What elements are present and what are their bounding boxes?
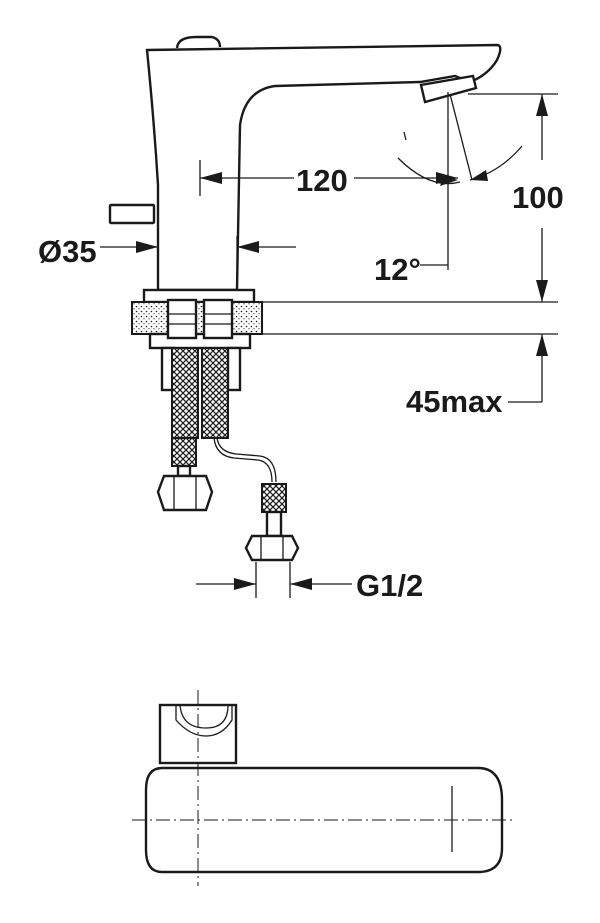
hose-left bbox=[171, 347, 199, 439]
dimension-angle: 12° bbox=[374, 92, 523, 287]
dimension-label-thread: G1/2 bbox=[356, 568, 423, 603]
base-flange bbox=[142, 288, 256, 304]
hose-left-lower bbox=[171, 437, 197, 467]
lever-cap bbox=[175, 35, 222, 49]
faucet-body bbox=[145, 43, 502, 292]
hose-right-flex bbox=[213, 437, 273, 483]
shank-right bbox=[226, 346, 242, 392]
mounting-nut bbox=[148, 332, 252, 350]
spout-aerator bbox=[419, 74, 478, 104]
dimension-label-reach: 120 bbox=[296, 163, 348, 198]
dimension-height: 100 bbox=[468, 93, 564, 302]
top-view bbox=[132, 690, 516, 886]
side-handle-stub bbox=[108, 203, 156, 225]
hose-right bbox=[201, 347, 229, 439]
side-view: 120 12° 100 45max bbox=[38, 35, 564, 603]
fitting-left bbox=[166, 298, 198, 340]
dimension-hole-diameter: Ø35 bbox=[38, 234, 296, 290]
dimension-label-angle: 12° bbox=[374, 252, 421, 287]
fitting-right bbox=[202, 298, 234, 340]
dimension-thread: G1/2 bbox=[196, 562, 423, 603]
dimension-max-thickness: 45max bbox=[406, 334, 548, 419]
dimension-label-height: 100 bbox=[512, 180, 564, 215]
hex-nut-right bbox=[244, 534, 300, 562]
dimension-label-max-thickness: 45max bbox=[406, 384, 503, 419]
hex-nut-left bbox=[156, 474, 214, 512]
dimension-label-hole-diameter: Ø35 bbox=[38, 234, 97, 269]
hose-right-lower bbox=[261, 483, 287, 513]
dimension-spout-reach: 120 bbox=[199, 160, 458, 198]
